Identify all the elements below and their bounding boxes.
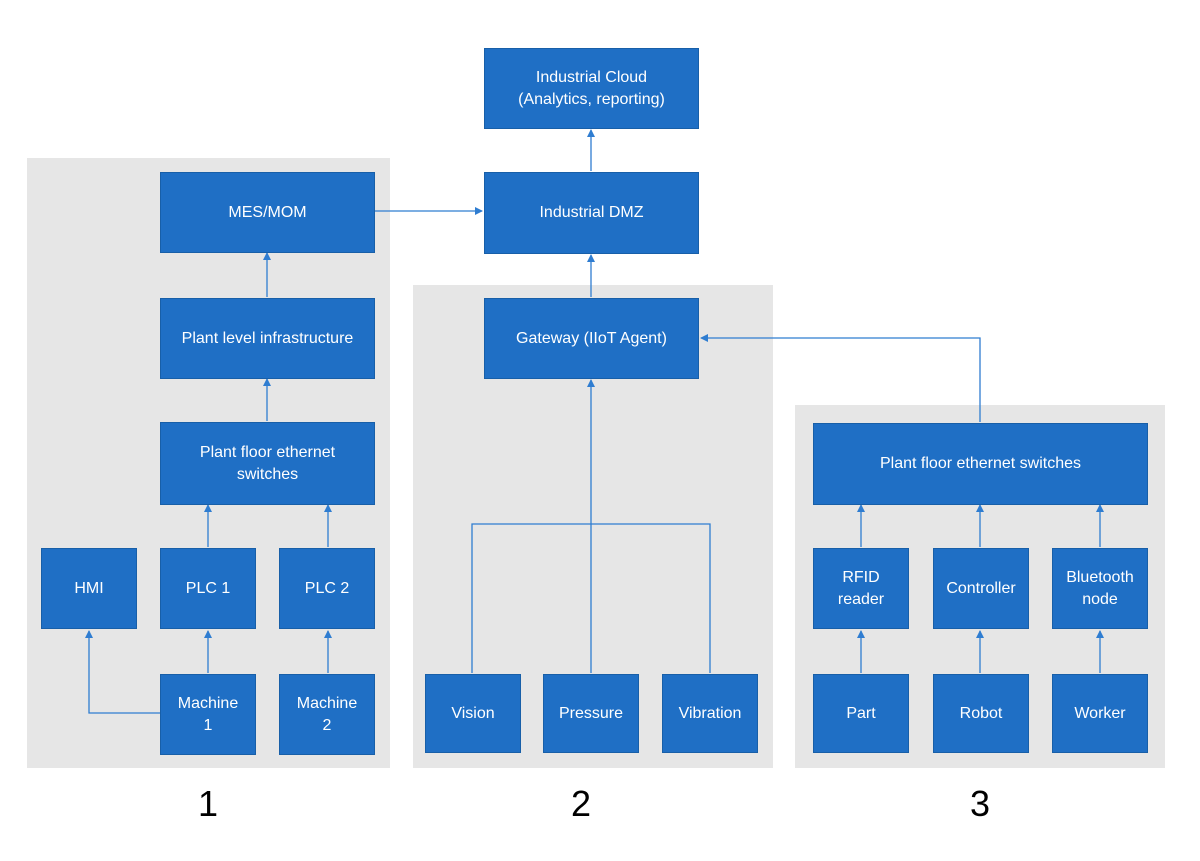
node-machine-1: Machine 1 bbox=[160, 674, 256, 755]
node-gateway: Gateway (IIoT Agent) bbox=[484, 298, 699, 379]
node-machine-2: Machine 2 bbox=[279, 674, 375, 755]
node-controller: Controller bbox=[933, 548, 1029, 629]
node-plant-floor-switches-3: Plant floor ethernet switches bbox=[813, 423, 1148, 505]
node-industrial-dmz: Industrial DMZ bbox=[484, 172, 699, 254]
line-vision-to-bus bbox=[471, 523, 711, 673]
region-3-label: 3 bbox=[969, 783, 991, 824]
node-vibration: Vibration bbox=[662, 674, 758, 753]
node-industrial-cloud: Industrial Cloud (Analytics, reporting) bbox=[484, 48, 699, 129]
node-robot: Robot bbox=[933, 674, 1029, 753]
node-plant-floor-switches-1: Plant floor ethernet switches bbox=[160, 422, 375, 505]
node-plant-level-infrastructure: Plant level infrastructure bbox=[160, 298, 375, 379]
arrow-switches3-to-gateway bbox=[700, 334, 981, 422]
node-pressure: Pressure bbox=[543, 674, 639, 753]
node-bluetooth-node: Bluetooth node bbox=[1052, 548, 1148, 629]
node-plc-1: PLC 1 bbox=[160, 548, 256, 629]
node-rfid-reader: RFID reader bbox=[813, 548, 909, 629]
node-worker: Worker bbox=[1052, 674, 1148, 753]
region-2-label: 2 bbox=[570, 783, 592, 824]
node-vision: Vision bbox=[425, 674, 521, 753]
arrow-machine1-to-hmi bbox=[85, 630, 160, 714]
node-mes-mom: MES/MOM bbox=[160, 172, 375, 253]
node-part: Part bbox=[813, 674, 909, 753]
node-hmi: HMI bbox=[41, 548, 137, 629]
node-plc-2: PLC 2 bbox=[279, 548, 375, 629]
region-1-label: 1 bbox=[197, 783, 219, 824]
